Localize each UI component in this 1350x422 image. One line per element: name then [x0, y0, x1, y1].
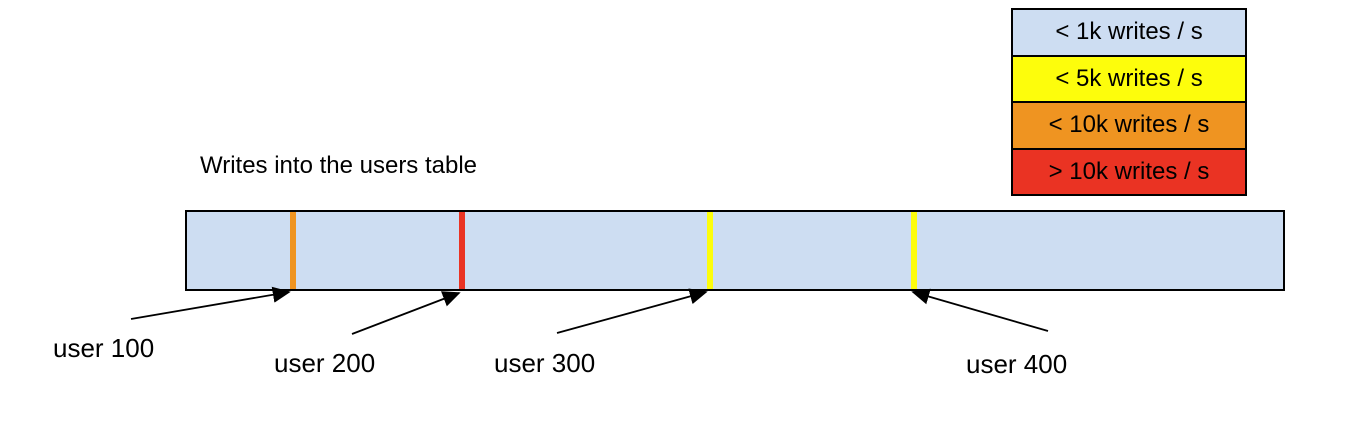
segment-marker-user-400: [911, 212, 918, 289]
users-table-keyspace-bar: [185, 210, 1285, 291]
label-user-400: user 400: [966, 349, 1068, 379]
diagram-title: Writes into the users table: [200, 152, 478, 179]
arrow-user-100: [130, 286, 291, 320]
legend-item-lt-10k: < 10k writes / s: [1013, 101, 1245, 148]
arrow-user-400: [911, 288, 1049, 332]
segment-marker-user-200: [458, 212, 465, 289]
legend: < 1k writes / s < 5k writes / s < 10k wr…: [1011, 8, 1247, 196]
label-user-300: user 300: [494, 348, 596, 378]
label-user-200: user 200: [274, 348, 376, 378]
segment-marker-user-300: [706, 212, 713, 289]
arrow-user-300: [556, 288, 708, 334]
legend-item-gt-10k: > 10k writes / s: [1013, 147, 1245, 194]
legend-item-lt-5k: < 5k writes / s: [1013, 54, 1245, 101]
segment-marker-user-100: [290, 212, 297, 289]
legend-item-lt-1k: < 1k writes / s: [1013, 10, 1245, 55]
arrow-user-200: [351, 291, 461, 335]
label-user-100: user 100: [53, 333, 155, 363]
